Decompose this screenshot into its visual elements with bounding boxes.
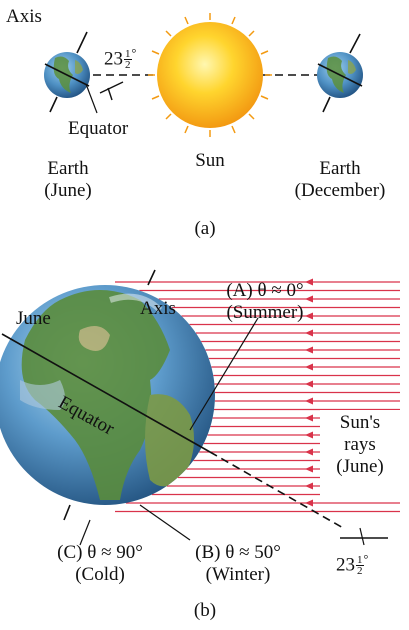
ray-arrowhead — [305, 499, 313, 507]
equator-pointer-a — [85, 83, 98, 114]
equator-line — [1, 333, 211, 453]
point-c-label: (C) θ ≈ 90° (Cold) — [40, 542, 160, 586]
angle-tick-a — [99, 81, 124, 94]
angle-whole-a: 23 — [104, 48, 123, 70]
angle-den-a: 2 — [125, 59, 131, 72]
sun-icon — [148, 13, 272, 137]
axis-top-tick — [147, 269, 156, 286]
axis-label-b: Axis — [140, 298, 176, 319]
axis-bottom-tick — [63, 504, 71, 521]
axis-label-a: Axis — [6, 6, 42, 27]
point-a-line2: (Summer) — [226, 302, 304, 323]
point-b-line1: (B) θ ≈ 50° — [195, 542, 281, 563]
ray-arrowhead — [305, 414, 313, 422]
rays-label-bg — [320, 410, 400, 502]
point-c-line2: (Cold) — [75, 564, 125, 585]
angle-pointer-a — [107, 87, 113, 101]
pointer-c — [79, 519, 91, 546]
earth-december-label: Earth (December) — [280, 158, 400, 202]
ray-arrowhead — [305, 397, 313, 405]
angle-whole-b: 23 — [336, 554, 355, 576]
ray-arrowhead — [305, 312, 313, 320]
ray-arrowheads — [305, 278, 313, 507]
earth-december-line2: (December) — [294, 180, 386, 201]
point-c-line1: (C) θ ≈ 90° — [57, 542, 143, 563]
ray-arrowhead — [305, 346, 313, 354]
equator-label-a: Equator — [68, 118, 129, 139]
point-a-line1: (A) θ ≈ 0° — [226, 280, 304, 301]
angle-num-b: 1 — [356, 554, 364, 567]
earth-june-line2: (June) — [44, 180, 92, 201]
ray-arrowhead — [305, 431, 313, 439]
june-label: June — [16, 308, 51, 329]
sun-rays-line1: Sun's — [339, 412, 381, 433]
earth-december-line1: Earth — [319, 158, 361, 179]
point-b-label: (B) θ ≈ 50° (Winter) — [178, 542, 298, 586]
earth-large-icon — [0, 285, 215, 505]
ray-arrowhead — [305, 465, 313, 473]
angle-deg-b: ° — [363, 552, 369, 566]
ray-arrowhead — [305, 295, 313, 303]
ray-arrowhead — [305, 380, 313, 388]
sun-label: Sun — [195, 150, 225, 171]
axis-line-december — [349, 33, 361, 54]
axis-line-june-bottom — [49, 96, 58, 113]
angle-num-a: 1 — [124, 48, 132, 61]
ray-arrowhead — [305, 363, 313, 371]
ray-arrowhead — [305, 329, 313, 337]
pointer-a — [189, 317, 259, 431]
point-a-label: (A) θ ≈ 0° (Summer) — [210, 280, 320, 324]
ray-arrowhead — [305, 278, 313, 286]
axis-line-june — [76, 31, 88, 54]
pointer-b — [139, 504, 191, 541]
caption-a: (a) — [194, 218, 216, 239]
earth-december-icon — [317, 52, 363, 98]
earth-june-icon — [44, 52, 90, 98]
point-b-line2: (Winter) — [205, 564, 271, 585]
angle-den-b: 2 — [357, 565, 363, 578]
ray-arrowhead — [305, 482, 313, 490]
sun-rays-line2: rays — [344, 434, 376, 455]
angle-deg-a: ° — [131, 46, 137, 60]
ray-arrowhead — [305, 448, 313, 456]
earth-june-line1: Earth — [47, 158, 89, 179]
axis-line-december-bottom — [322, 96, 331, 113]
sun-rays-label: Sun's rays (June) — [320, 412, 400, 478]
caption-b: (b) — [193, 600, 217, 621]
sun-rays-line3: (June) — [336, 456, 384, 477]
earth-june-label: Earth (June) — [18, 158, 118, 202]
angle-pointer-b — [359, 527, 365, 546]
